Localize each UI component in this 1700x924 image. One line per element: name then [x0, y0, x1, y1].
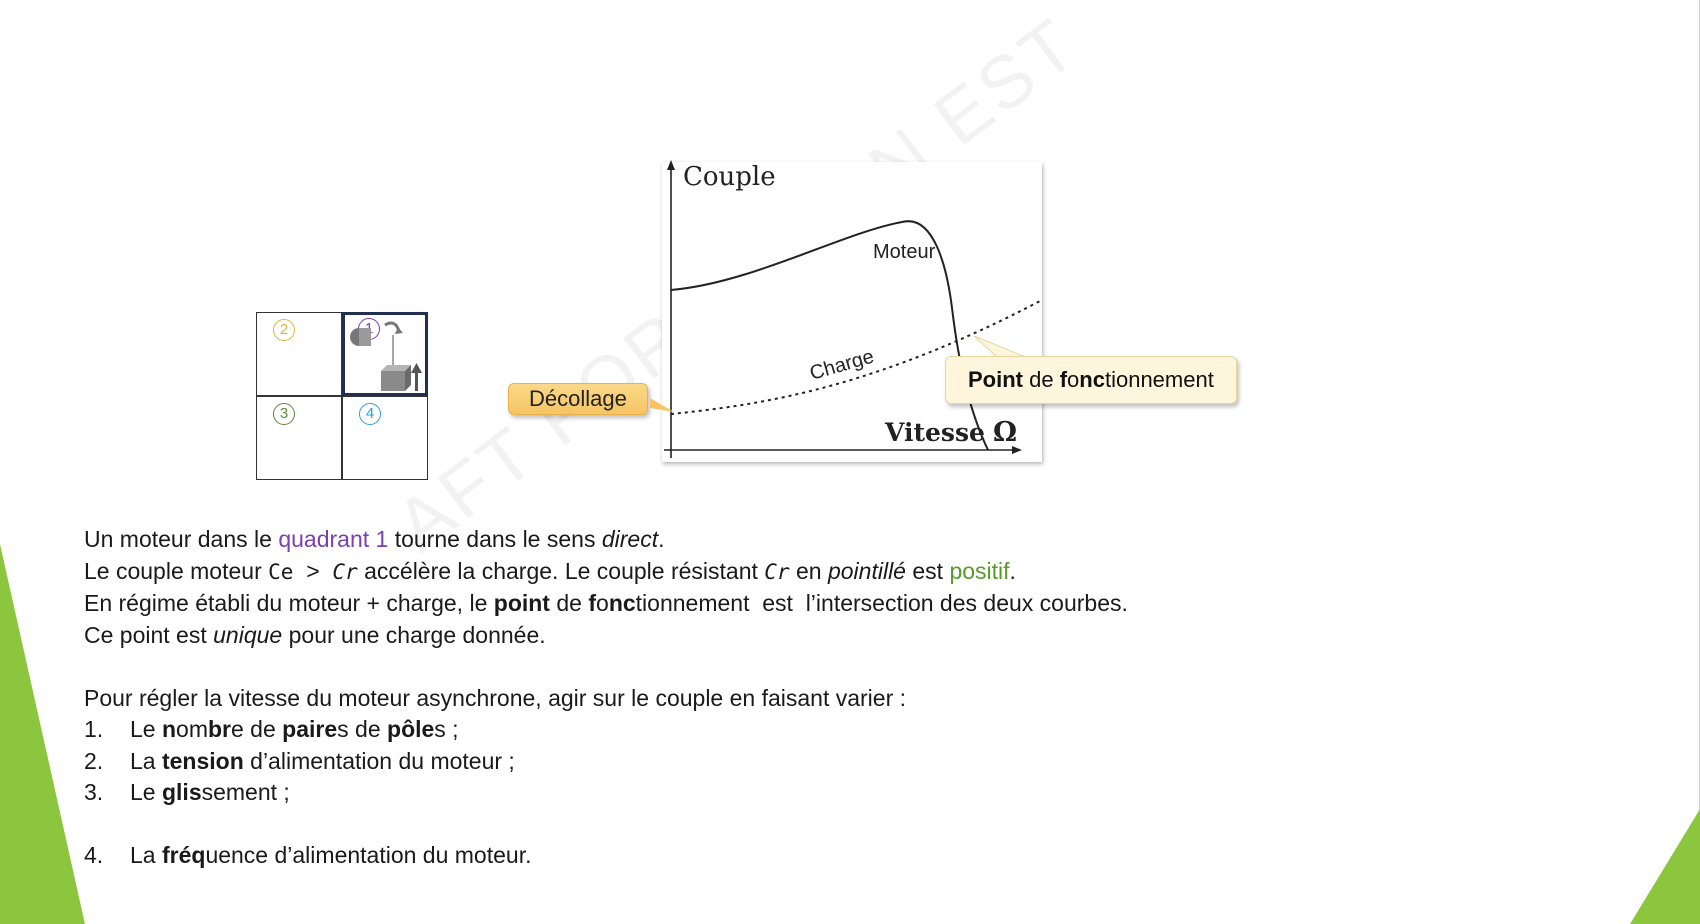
text-bold: fréq: [161, 842, 206, 868]
symbol-ce: Ce: [268, 559, 294, 584]
green-triangle-left: [0, 544, 85, 924]
text-line-4: Ce point est unique pour une charge donn…: [84, 620, 1128, 652]
x-axis-symbol: Ω: [993, 417, 1017, 448]
text-italic: pointillé: [827, 557, 906, 584]
text-run: Le: [130, 716, 162, 742]
text-run: e de: [231, 716, 283, 742]
text-run: en: [789, 557, 828, 584]
list-item: 3. Le glissement ;: [84, 777, 1128, 809]
quadrant-number: 2: [273, 319, 295, 341]
callout-text: tionnement: [1104, 367, 1214, 392]
text-run: s ;: [434, 716, 459, 742]
text-run: s de: [337, 716, 388, 742]
text-bold: glis: [161, 779, 202, 805]
green-triangle-right: [1630, 809, 1700, 924]
list-item: 2. La tension d’alimentation du moteur ;: [84, 746, 1128, 778]
x-axis-label: Vitesse: [884, 418, 985, 447]
text-run: La: [130, 747, 162, 774]
text-line-1: Un moteur dans le quadrant 1 tourne dans…: [84, 524, 1128, 556]
quadrant-1: 1: [342, 312, 428, 396]
quadrant-number: 4: [359, 403, 381, 425]
quadrant-3: 3: [256, 396, 342, 480]
text-run: o: [596, 590, 609, 616]
decollage-callout-pointer: [650, 398, 674, 412]
text-run: pour une charge donnée.: [282, 621, 546, 648]
list-number: 1.: [84, 716, 104, 742]
text-run: >: [293, 557, 333, 584]
callout-text: de: [1023, 367, 1060, 392]
callout-text: nc: [1079, 367, 1105, 392]
text-line-2: Le couple moteur Ce > Cr accélère la cha…: [84, 556, 1128, 589]
quadrant-diagram: 2 1 3 4: [256, 312, 430, 482]
list-item: 4. La fréquence d’alimentation du moteur.: [84, 840, 1128, 872]
text-run: est: [905, 557, 950, 584]
motor-load-icon: [350, 321, 422, 391]
text-run: En régime établi du moteur + charge, le: [84, 590, 494, 616]
symbol-cr: Cr: [764, 559, 790, 584]
text-run: uence d’alimentation du moteur.: [205, 842, 532, 868]
callout-text: f: [1059, 367, 1068, 392]
quadrant-2: 2: [256, 312, 342, 396]
y-axis-label: Couple: [683, 162, 776, 192]
quadrant-highlight: quadrant 1: [278, 526, 389, 552]
text-bold: nc: [608, 590, 636, 616]
list-number: 2.: [84, 747, 104, 774]
decollage-callout: Décollage: [508, 383, 648, 415]
text-bold: point: [493, 590, 550, 616]
text-run: Ce point est: [84, 621, 214, 648]
text-italic: direct: [601, 526, 659, 552]
text-bold: br: [208, 716, 231, 742]
adjustment-list: 1. Le nombre de paires de pôles ; 2. La ten…: [84, 714, 1128, 872]
text-run: de: [549, 590, 589, 616]
x-axis-arrow: [1012, 446, 1022, 454]
text-run: .: [658, 526, 665, 552]
torque-speed-graph: Couple Vitesse Ω Moteur Charge: [662, 160, 1043, 462]
text-intro: Pour régler la vitesse du moteur asynchr…: [84, 684, 907, 711]
text-bold: f: [588, 590, 597, 616]
text-bold: paire: [282, 716, 338, 742]
text-line-3: En régime établi du moteur + charge, le …: [84, 588, 1128, 620]
text-run: accélère la charge. Le couple résistant: [357, 557, 765, 584]
callout-text: o: [1067, 367, 1080, 392]
text-italic: unique: [213, 621, 283, 648]
text-run: La: [130, 842, 162, 868]
text-run: Un moteur dans le: [84, 526, 279, 552]
load-torque-curve: [670, 299, 1043, 415]
text-run: sement ;: [201, 779, 290, 805]
text-bold: tension: [161, 747, 244, 774]
text-run: Le: [130, 779, 162, 805]
quadrant-number: 3: [273, 403, 295, 425]
text-run: d’alimentation du moteur ;: [243, 747, 515, 774]
list-number: 3.: [84, 779, 104, 805]
text-run: tourne dans le sens: [388, 526, 602, 552]
text-run: .: [1009, 557, 1016, 584]
text-bold: pôle: [387, 716, 435, 742]
quadrant-4: 4: [342, 396, 428, 480]
graph-frame: [662, 162, 1042, 462]
positive-highlight: positif: [949, 557, 1010, 584]
motor-curve-label: Moteur: [873, 241, 936, 263]
explanation-text: Un moteur dans le quadrant 1 tourne dans…: [84, 524, 1128, 872]
y-axis-arrow: [667, 160, 675, 170]
list-number: 4.: [84, 842, 104, 868]
text-run: om: [176, 716, 208, 742]
text-run: tionnement est l’intersection des deux c…: [635, 590, 1128, 616]
callout-text: Point: [968, 367, 1023, 392]
list-item: 1. Le nombre de paires de pôles ;: [84, 714, 1128, 746]
operating-point-callout: Point de fonctionnement: [945, 356, 1237, 404]
text-bold: n: [161, 716, 177, 742]
text-run: Le couple moteur: [84, 557, 269, 584]
symbol-cr: Cr: [332, 559, 358, 584]
